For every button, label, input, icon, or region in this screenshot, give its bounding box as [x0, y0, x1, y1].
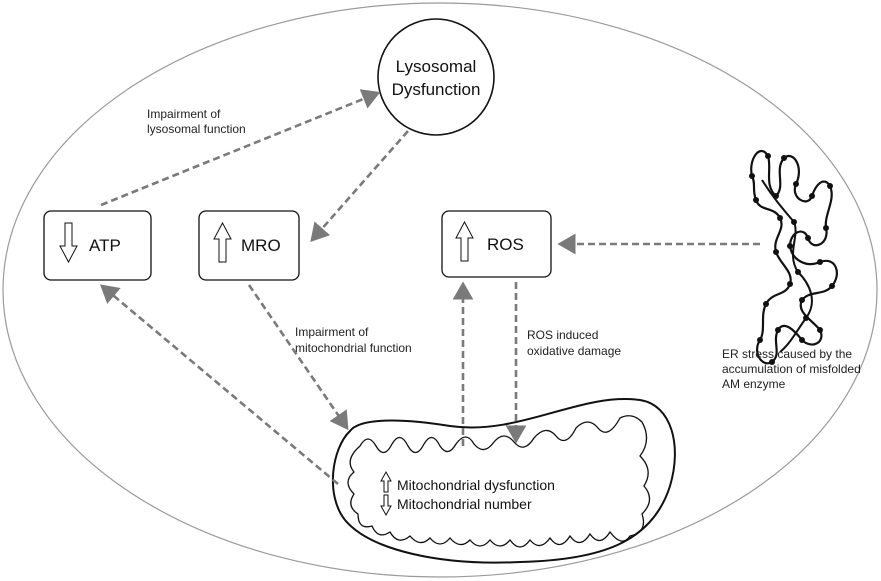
mro-node: MRO [198, 210, 300, 281]
lysosomal-label-line1: Lysosomal [396, 57, 477, 76]
ros-node: ROS [441, 210, 552, 278]
ros-damage-line1: ROS induced [527, 328, 598, 342]
up-arrow-icon [213, 221, 232, 263]
er-stress-line3: AM enzyme [722, 377, 786, 391]
atp-label: ATP [89, 236, 121, 255]
arrow-atp-to-lysosome [100, 89, 381, 207]
endoplasmic-reticulum [749, 149, 838, 365]
up-arrow-icon [380, 470, 392, 493]
down-arrow-icon [380, 494, 392, 517]
impair-lyso-line2: lysosomal function [147, 122, 246, 136]
mitochondrion: Mitochondrial dysfunction Mitochondrial … [331, 398, 676, 564]
impair-mito-line2: mitochondrial function [295, 341, 412, 355]
down-arrow-icon [59, 222, 78, 264]
atp-node: ATP [43, 210, 152, 281]
ros-damage-annotation: ROS induced oxidative damage [527, 328, 621, 358]
impairment-lysosomal-annotation: Impairment of lysosomal function [147, 107, 246, 136]
impair-lyso-line1: Impairment of [147, 107, 221, 121]
impair-mito-line1: Impairment of [295, 325, 369, 339]
mito-number-label: Mitochondrial number [397, 496, 532, 512]
lysosomal-dysfunction-node: Lysosomal Dysfunction [377, 18, 495, 136]
mro-label: MRO [241, 236, 281, 255]
er-stress-line2: accumulation of misfolded [722, 362, 861, 376]
arrow-mro-to-mitochondrion [247, 284, 349, 431]
er-stress-line1: ER stress caused by the [722, 347, 852, 361]
lysosomal-label-line2: Dysfunction [392, 80, 481, 99]
ros-label: ROS [487, 235, 524, 254]
mito-dysfunction-label: Mitochondrial dysfunction [397, 477, 555, 493]
impairment-mitochondrial-annotation: Impairment of mitochondrial function [295, 325, 412, 355]
er-stress-annotation: ER stress caused by the accumulation of … [722, 347, 861, 391]
arrow-lysosome-to-mro [310, 130, 409, 242]
ros-damage-line2: oxidative damage [527, 344, 621, 358]
up-arrow-icon [455, 220, 474, 262]
arrow-mitochondrion-to-atp [100, 284, 339, 485]
